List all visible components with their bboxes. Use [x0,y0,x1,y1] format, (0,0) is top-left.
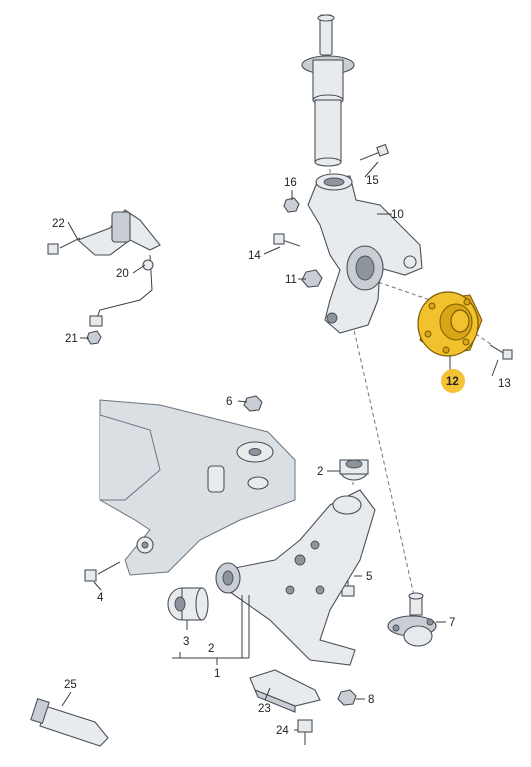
callout-label-24: 24 [276,725,289,737]
callout-label-10: 10 [391,209,404,221]
grease-tube [30,697,109,747]
callout-label-3: 3 [183,636,189,648]
callout-label-20: 20 [116,268,129,280]
callout-badge-12 [441,369,465,393]
steering-knuckle [307,173,423,334]
subframe [99,399,296,576]
callout-label-1: 1 [214,668,220,680]
callout-label-15: 15 [366,175,379,187]
ball-joint [387,592,437,647]
callout-label-5: 5 [366,571,372,583]
strut [301,14,355,167]
callout-label-13: 13 [498,378,511,390]
lower-control-arm [215,489,376,666]
callout-label-21: 21 [65,333,78,345]
callout-label-16: 16 [284,177,297,189]
callout-label-14: 14 [248,250,261,262]
callout-label-22: 22 [52,218,65,230]
callout-label-7: 7 [449,617,455,629]
rear-bushing [167,587,209,621]
callout-label-6: 6 [226,396,232,408]
leader-lines [61,161,499,731]
callout-label-2-lower: 2 [208,643,214,655]
callout-label-2-upper: 2 [317,466,323,478]
callout-label-25: 25 [64,679,77,691]
callout-label-11: 11 [285,274,297,286]
callout-labels: 16 15 10 14 11 12 13 22 20 21 6 2 4 5 7 … [52,175,511,737]
callout-label-23: 23 [258,703,271,715]
shield-plate [249,669,321,713]
wheel-hub-bearing [417,291,483,357]
callout-label-12: 12 [446,376,459,388]
level-sensor [76,209,161,327]
callout-label-4: 4 [97,592,104,604]
callout-label-8: 8 [368,694,374,706]
